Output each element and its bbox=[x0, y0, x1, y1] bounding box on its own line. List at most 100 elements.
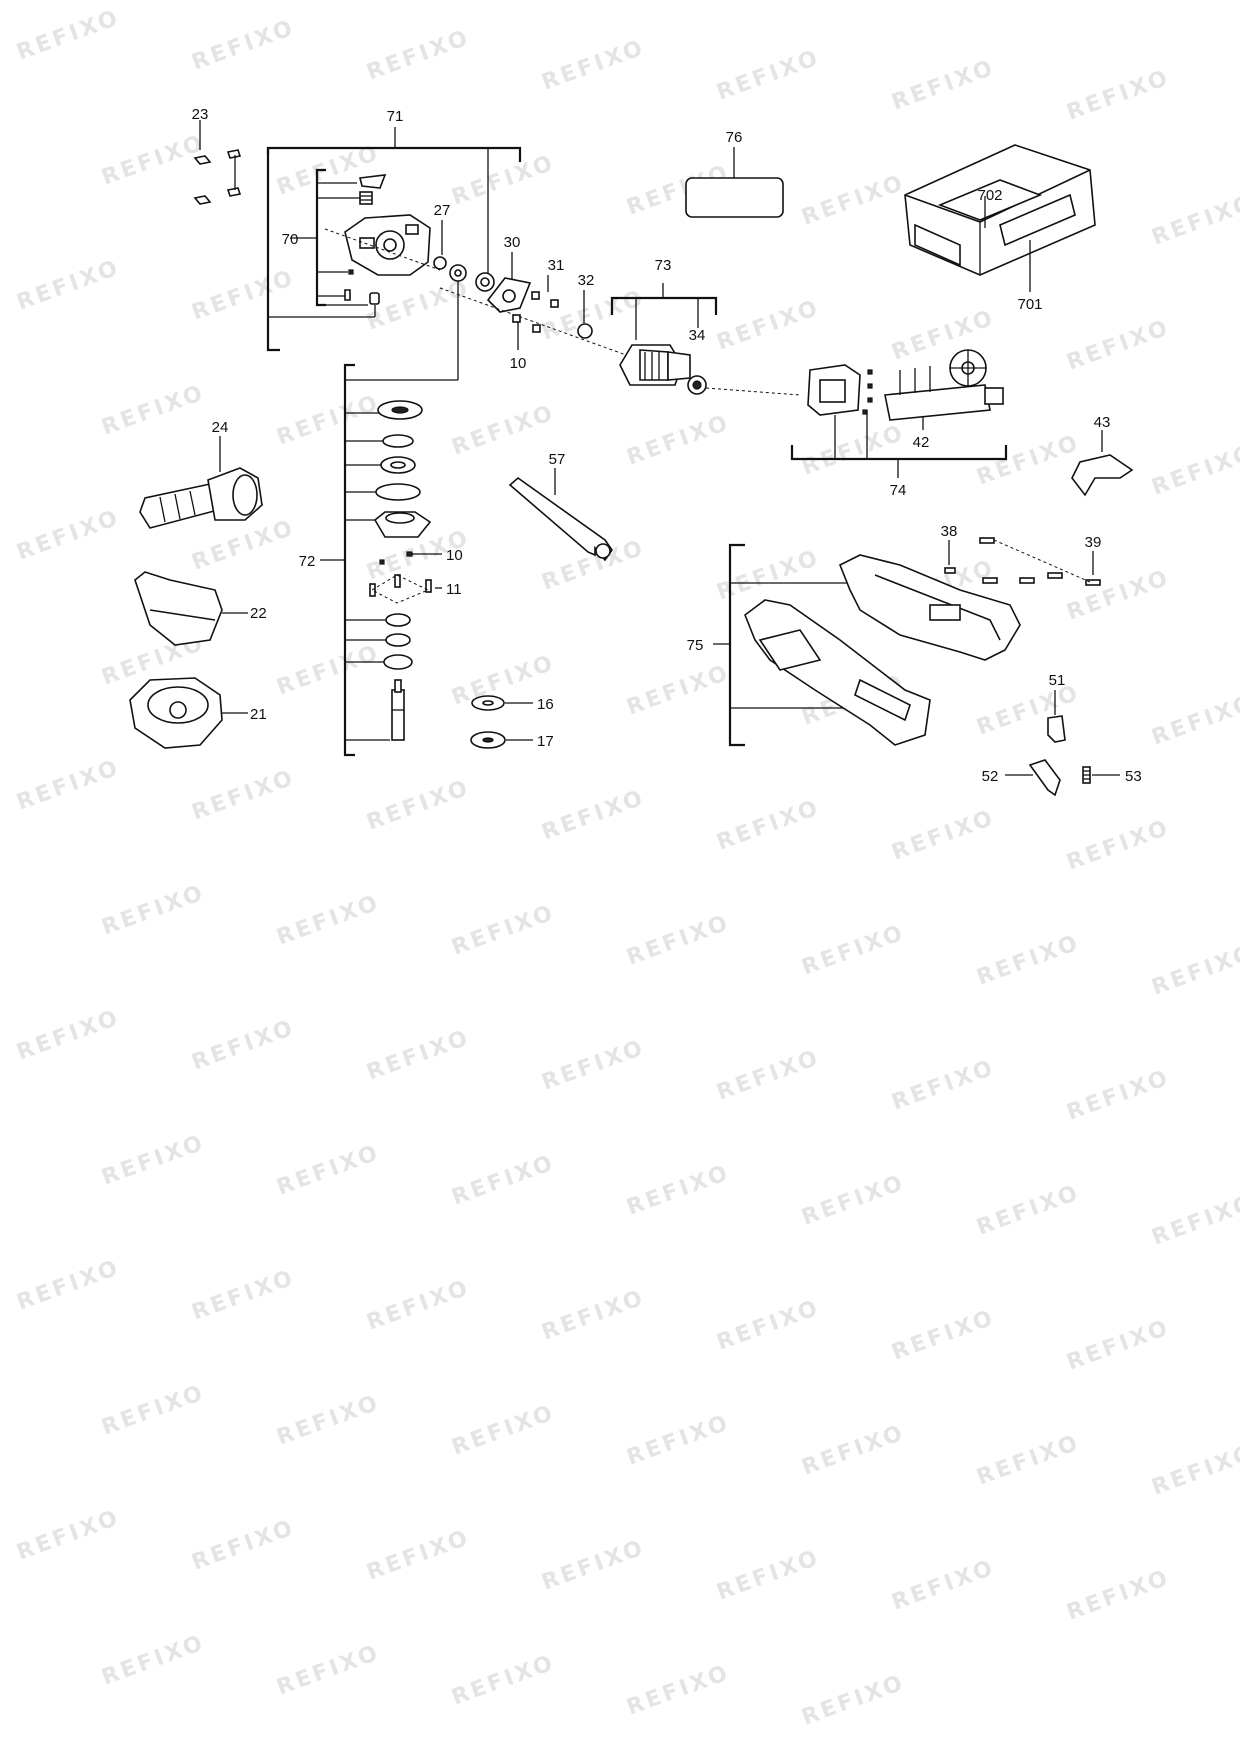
watermark-text: REFIXO bbox=[274, 1140, 384, 1200]
callout-31: 31 bbox=[548, 257, 565, 274]
watermark-text: REFIXO bbox=[364, 1525, 474, 1585]
watermark-text: REFIXO bbox=[274, 640, 384, 700]
callout-74: 74 bbox=[890, 482, 907, 499]
callout-10-head: 10 bbox=[510, 355, 527, 372]
callout-73: 73 bbox=[655, 257, 672, 274]
watermark-text: REFIXO bbox=[1149, 1190, 1240, 1250]
spindle-assembly-72 bbox=[320, 363, 442, 757]
watermark-text: REFIXO bbox=[624, 1160, 734, 1220]
callout-21: 21 bbox=[250, 706, 267, 723]
callout-34: 34 bbox=[689, 327, 706, 344]
watermark-text: REFIXO bbox=[274, 1640, 384, 1700]
watermark-text: REFIXO bbox=[189, 1265, 299, 1325]
watermark-text: REFIXO bbox=[1064, 315, 1174, 375]
watermark-text: REFIXO bbox=[1064, 815, 1174, 875]
callout-70: 70 bbox=[282, 231, 299, 248]
watermark-text: REFIXO bbox=[1149, 190, 1240, 250]
screws-38-39 bbox=[944, 537, 1101, 586]
motor-housing-75 bbox=[713, 543, 1021, 747]
watermark-text: REFIXO bbox=[799, 170, 909, 230]
watermark-text: REFIXO bbox=[449, 1650, 559, 1710]
watermark-text: REFIXO bbox=[799, 1670, 909, 1730]
callout-701: 701 bbox=[1017, 296, 1042, 313]
watermark-text: REFIXO bbox=[99, 1380, 209, 1440]
callout-11: 11 bbox=[446, 581, 462, 598]
watermark-text: REFIXO bbox=[714, 1545, 824, 1605]
watermark-text: REFIXO bbox=[624, 660, 734, 720]
watermark-text: REFIXO bbox=[364, 1275, 474, 1335]
cap-43 bbox=[1071, 430, 1134, 497]
watermark-text: REFIXO bbox=[539, 1285, 649, 1345]
watermark-text: REFIXO bbox=[1149, 940, 1240, 1000]
watermark-text: REFIXO bbox=[449, 900, 559, 960]
watermark-text: REFIXO bbox=[974, 1430, 1084, 1490]
watermark-text: REFIXO bbox=[14, 1005, 124, 1065]
watermark-text: REFIXO bbox=[539, 785, 649, 845]
callout-76: 76 bbox=[726, 129, 743, 146]
watermark-text: REFIXO bbox=[974, 930, 1084, 990]
callout-52: 52 bbox=[982, 768, 999, 785]
bearing-27 bbox=[345, 220, 495, 381]
watermark-text: REFIXO bbox=[1149, 690, 1240, 750]
watermark-text: REFIXO bbox=[449, 1150, 559, 1210]
switch-parts-51-53 bbox=[1005, 690, 1120, 797]
callout-57: 57 bbox=[549, 451, 566, 468]
callout-30: 30 bbox=[504, 234, 521, 251]
watermark-text: REFIXO bbox=[974, 430, 1084, 490]
watermark-text: REFIXO bbox=[714, 295, 824, 355]
watermark-text: REFIXO bbox=[99, 880, 209, 940]
watermark-text: REFIXO bbox=[364, 775, 474, 835]
callout-51: 51 bbox=[1049, 672, 1066, 689]
callout-702: 702 bbox=[977, 187, 1002, 204]
watermark-text: REFIXO bbox=[714, 45, 824, 105]
watermark-text: REFIXO bbox=[14, 255, 124, 315]
watermark-layer: REFIXO REFIXO REFIXO REFIXO REFIXO REFIXO REFI… bbox=[14, 5, 1240, 1730]
callout-17: 17 bbox=[537, 733, 554, 750]
callout-38: 38 bbox=[941, 523, 958, 540]
watermark-text: REFIXO bbox=[364, 25, 474, 85]
watermark-text: REFIXO bbox=[889, 1055, 999, 1115]
watermark-text: REFIXO bbox=[449, 400, 559, 460]
watermark-text: REFIXO bbox=[189, 1515, 299, 1575]
watermark-text: REFIXO bbox=[99, 380, 209, 440]
gasket-30-group bbox=[439, 252, 641, 361]
guard-21 bbox=[129, 677, 248, 749]
watermark-text: REFIXO bbox=[1064, 1065, 1174, 1125]
watermark-text: REFIXO bbox=[714, 1295, 824, 1355]
watermark-text: REFIXO bbox=[99, 1630, 209, 1690]
watermark-text: REFIXO bbox=[1064, 1565, 1174, 1625]
watermark-text: REFIXO bbox=[189, 15, 299, 75]
watermark-text: REFIXO bbox=[14, 755, 124, 815]
screws-23 bbox=[193, 120, 242, 205]
armature-73 bbox=[610, 283, 801, 396]
side-handle-24 bbox=[139, 436, 263, 529]
callout-labels: 23 71 70 27 30 31 32 10 73 34 76 702 701… bbox=[192, 106, 1142, 785]
callout-75: 75 bbox=[687, 637, 704, 654]
watermark-text: REFIXO bbox=[1064, 65, 1174, 125]
watermark-text: REFIXO bbox=[889, 55, 999, 115]
callout-22: 22 bbox=[250, 605, 267, 622]
watermark-text: REFIXO bbox=[714, 1045, 824, 1105]
watermark-text: REFIXO bbox=[189, 515, 299, 575]
watermark-text: REFIXO bbox=[274, 890, 384, 950]
watermark-text: REFIXO bbox=[99, 130, 209, 190]
watermark-text: REFIXO bbox=[189, 1015, 299, 1075]
watermark-text: REFIXO bbox=[364, 275, 474, 335]
callout-16: 16 bbox=[537, 696, 554, 713]
watermark-text: REFIXO bbox=[714, 795, 824, 855]
callout-72: 72 bbox=[299, 553, 316, 570]
watermark-text: REFIXO bbox=[624, 410, 734, 470]
watermark-text: REFIXO bbox=[449, 1400, 559, 1460]
spanner-wrench-57 bbox=[508, 468, 613, 562]
watermark-text: REFIXO bbox=[14, 505, 124, 565]
watermark-text: REFIXO bbox=[14, 5, 124, 65]
callout-39: 39 bbox=[1085, 534, 1102, 551]
watermark-text: REFIXO bbox=[1149, 1440, 1240, 1500]
watermark-text: REFIXO bbox=[14, 1255, 124, 1315]
watermark-text: REFIXO bbox=[974, 680, 1084, 740]
callout-32: 32 bbox=[578, 272, 595, 289]
watermark-text: REFIXO bbox=[539, 35, 649, 95]
watermark-text: REFIXO bbox=[274, 1390, 384, 1450]
